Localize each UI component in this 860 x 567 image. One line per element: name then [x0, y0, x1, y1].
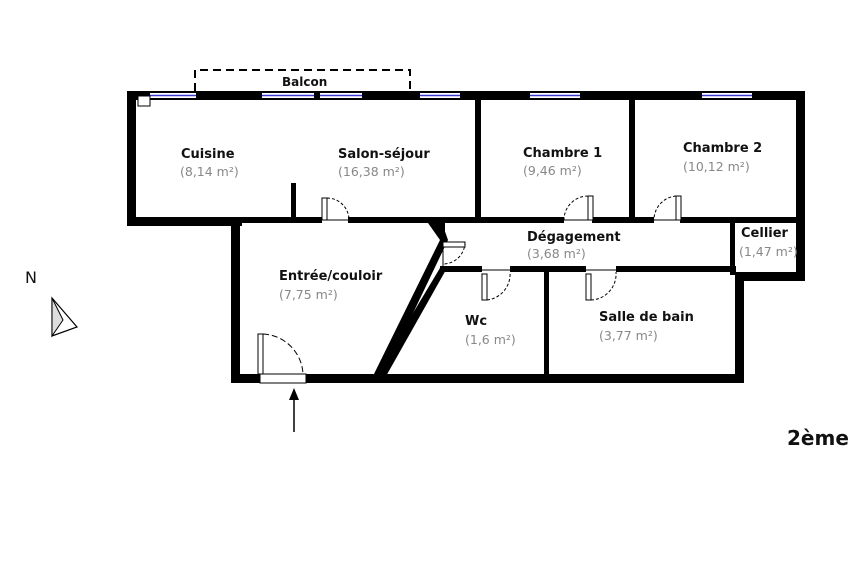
room-entree-area: (7,75 m²)	[279, 287, 338, 302]
north-arrow-icon	[51, 296, 79, 338]
entrance-arrow	[289, 388, 299, 432]
windows	[137, 93, 752, 107]
room-salon-name: Salon-séjour	[338, 147, 430, 162]
room-chambre1: Chambre 1 (9,46 m²)	[523, 146, 602, 178]
room-cuisine-area: (8,14 m²)	[180, 164, 239, 179]
floor-label: 2ème	[787, 426, 849, 450]
room-sdb-name: Salle de bain	[599, 310, 694, 325]
room-wc: Wc (1,6 m²)	[465, 314, 516, 347]
room-degagement-name: Dégagement	[527, 230, 621, 245]
room-salon: Salon-séjour (16,38 m²)	[338, 147, 430, 179]
balcony-label: Balcon	[282, 75, 327, 89]
outer-walls	[127, 91, 805, 383]
room-entree-name: Entrée/couloir	[279, 269, 383, 284]
doors	[257, 195, 682, 384]
diagonal-wall	[372, 223, 448, 378]
room-sdb: Salle de bain (3,77 m²)	[599, 310, 694, 343]
room-cellier-name: Cellier	[741, 226, 789, 241]
room-cellier-area: (1,47 m²)	[739, 244, 798, 259]
room-salon-area: (16,38 m²)	[338, 164, 405, 179]
room-chambre2: Chambre 2 (10,12 m²)	[683, 141, 762, 174]
room-wc-area: (1,6 m²)	[465, 332, 516, 347]
room-degagement: Dégagement (3,68 m²)	[527, 230, 621, 261]
room-wc-name: Wc	[465, 314, 487, 329]
room-sdb-area: (3,77 m²)	[599, 328, 658, 343]
room-chambre2-area: (10,12 m²)	[683, 159, 750, 174]
room-cuisine-name: Cuisine	[181, 147, 235, 162]
north-label: N	[25, 268, 37, 287]
room-cellier: Cellier (1,47 m²)	[739, 226, 798, 259]
room-chambre1-name: Chambre 1	[523, 146, 602, 161]
balcony: Balcon	[194, 69, 411, 91]
room-degagement-area: (3,68 m²)	[527, 246, 586, 261]
north-indicator: N	[25, 268, 79, 338]
room-cuisine: Cuisine (8,14 m²)	[180, 147, 239, 179]
room-entree: Entrée/couloir (7,75 m²)	[279, 269, 383, 302]
room-chambre2-name: Chambre 2	[683, 141, 762, 156]
room-chambre1-area: (9,46 m²)	[523, 163, 582, 178]
